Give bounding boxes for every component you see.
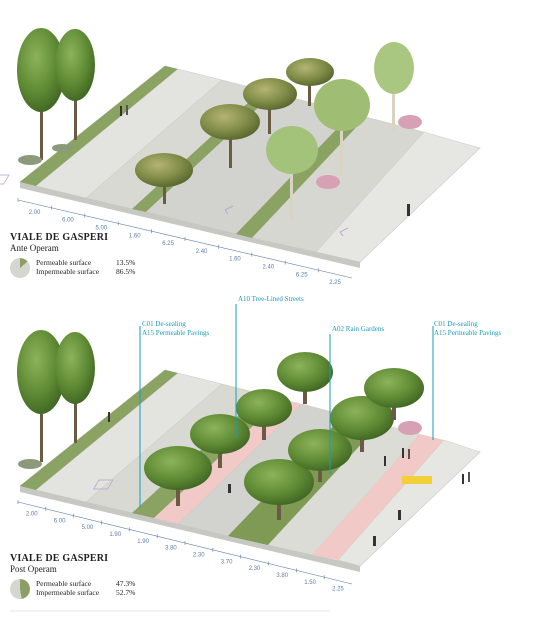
post-subtitle: Post Operam <box>10 564 57 574</box>
post-impermeable-value: 52.7% <box>116 588 136 597</box>
post-permeable-label: Permeable surface <box>36 579 92 588</box>
ante-dimension-label: 2.40 <box>263 265 275 271</box>
post-dimension-label: 3.70 <box>221 559 233 565</box>
ante-permeable-label: Permeable surface <box>36 258 92 267</box>
post-title: VIALE DE GASPERI <box>10 553 109 564</box>
ante-impermeable-value: 86.5% <box>116 267 136 276</box>
ante-sidewalk-right <box>315 131 481 263</box>
ante-dimension-label: 2.40 <box>196 249 208 255</box>
post-dimension-label: 1.90 <box>137 539 149 545</box>
ante-dimension-label: 2.00 <box>29 210 41 216</box>
post-dimension-label: 2.00 <box>26 511 38 517</box>
ante-pedestrians <box>120 105 410 216</box>
ante-arrow-marking-1 <box>224 205 234 215</box>
post-legend-card: VIALE DE GASPERI Post Operam Permeable s… <box>10 553 180 599</box>
ante-eucalyptus-trees <box>266 42 422 220</box>
post-parking-marking <box>93 479 114 490</box>
ante-operam-view: 2.00 6.00 5.00 1.60 6.25 2.40 1.60 2.40 6.25 2.25 <box>0 28 481 286</box>
post-dimension-label: 3.80 <box>165 546 177 552</box>
ante-legend-card: VIALE DE GASPERI Ante Operam Permeable s… <box>10 232 180 278</box>
post-bike-lane-2 <box>312 434 444 560</box>
annotation-permeable-pavings-left: A15 Permeable Pavings <box>142 329 210 337</box>
ante-permeable-value: 13.5% <box>116 258 136 267</box>
ante-parking-marking <box>0 174 10 185</box>
ante-permeable-row: Permeable surface 13.5% <box>36 258 180 267</box>
ante-arrow-marking-2 <box>339 227 349 237</box>
post-street-trees <box>144 352 424 520</box>
annotation-rain-gardens: A02 Rain Gardens <box>332 325 384 333</box>
post-annotation-leaders <box>139 304 434 508</box>
post-dimension-label: 2.25 <box>332 587 344 593</box>
ante-permeability-pie <box>10 258 30 278</box>
post-operam-view: A10 Tree-Lined Streets C01 De-sealing A1… <box>17 295 502 593</box>
post-dimension-label: 2.30 <box>249 566 261 572</box>
post-impermeable-row: Impermeable surface 52.7% <box>36 588 180 597</box>
ante-title: VIALE DE GASPERI <box>10 232 109 243</box>
ante-tree-strip-2 <box>236 113 366 238</box>
ante-dimension-label: 1.60 <box>229 257 241 263</box>
post-permeable-value: 47.3% <box>116 579 136 588</box>
post-dimension-label: 2.30 <box>193 552 205 558</box>
annotation-permeable-pavings-right: A15 Permeable Pavings <box>434 329 502 337</box>
ante-grass-verge-left <box>20 66 178 186</box>
annotation-de-sealing-right: C01 De-sealing <box>434 320 478 328</box>
post-pedestrians <box>108 412 470 546</box>
post-permeability-pie <box>10 579 30 599</box>
post-grass-verge-left <box>20 370 178 490</box>
annotation-tree-lined-streets: A10 Tree-Lined Streets <box>238 295 304 303</box>
annotation-de-sealing-left: C01 De-sealing <box>142 320 186 328</box>
ante-dimension-label: 6.25 <box>162 241 174 247</box>
ante-impermeable-row: Impermeable surface 86.5% <box>36 267 180 276</box>
ante-dimension-label: 6.00 <box>62 218 74 224</box>
ante-subtitle: Ante Operam <box>10 243 59 253</box>
ante-dimension-labels: 2.00 6.00 5.00 1.60 6.25 2.40 1.60 2.40 6.25 2.25 <box>17 198 342 286</box>
post-crosswalk <box>402 476 432 484</box>
post-permeable-row: Permeable surface 47.3% <box>36 579 180 588</box>
ante-poplar-trees <box>17 28 95 165</box>
ante-pine-trees <box>135 58 334 204</box>
ante-dimension-label: 5.00 <box>96 226 108 232</box>
ante-impermeable-label: Impermeable surface <box>36 267 100 276</box>
post-impermeable-label: Impermeable surface <box>36 588 100 597</box>
ante-dimension-label: 6.25 <box>296 272 308 278</box>
post-dimension-label: 5.00 <box>82 525 94 531</box>
post-slab-edge <box>20 486 360 572</box>
post-dimension-label: 1.90 <box>109 532 121 538</box>
ante-dimension-label: 2.25 <box>329 280 341 286</box>
ante-dimension-label: 1.60 <box>129 233 141 239</box>
ante-slab-edge <box>20 182 360 268</box>
post-dimension-label: 3.80 <box>276 573 288 579</box>
post-dimension-label: 1.50 <box>304 580 316 586</box>
post-dimension-labels: 2.00 6.00 5.00 1.90 1.90 3.80 2.30 3.70 2.30 3.80… <box>17 500 344 593</box>
post-poplar-trees <box>17 330 95 469</box>
post-dimension-label: 6.00 <box>54 518 66 524</box>
